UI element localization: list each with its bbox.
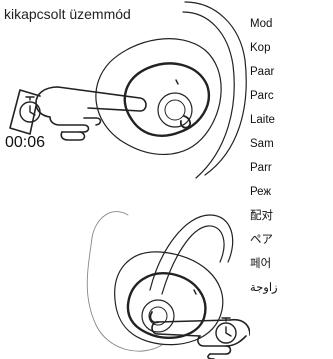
top-stopwatch-icon <box>19 96 41 123</box>
language-item: Parc <box>250 90 274 102</box>
language-item: Parr <box>250 162 272 174</box>
bottom-stopwatch-icon <box>215 317 237 344</box>
language-item: Mod <box>250 18 273 30</box>
language-item: Реж <box>250 186 272 198</box>
hold-timer: 00:06 <box>5 134 46 151</box>
language-item: 페어 <box>250 258 272 270</box>
language-item: ペア <box>250 234 273 246</box>
language-item: Sam <box>250 138 274 150</box>
language-item: Kop <box>250 42 271 54</box>
language-item: Laite <box>250 114 275 126</box>
earbud-pairing-illustration <box>9 1 250 359</box>
top-pointing-hand <box>9 86 147 141</box>
language-item: زاوجة <box>250 282 278 294</box>
language-item: Paar <box>250 66 275 78</box>
language-list: Mod Kop Paar Parc Laite Sam Parr Реж 配对 … <box>250 12 333 300</box>
mode-heading: kikapcsolt üzemmód <box>4 6 131 22</box>
top-earbud <box>95 1 247 179</box>
bottom-earbud <box>86 211 234 352</box>
language-item: 配对 <box>250 210 273 222</box>
